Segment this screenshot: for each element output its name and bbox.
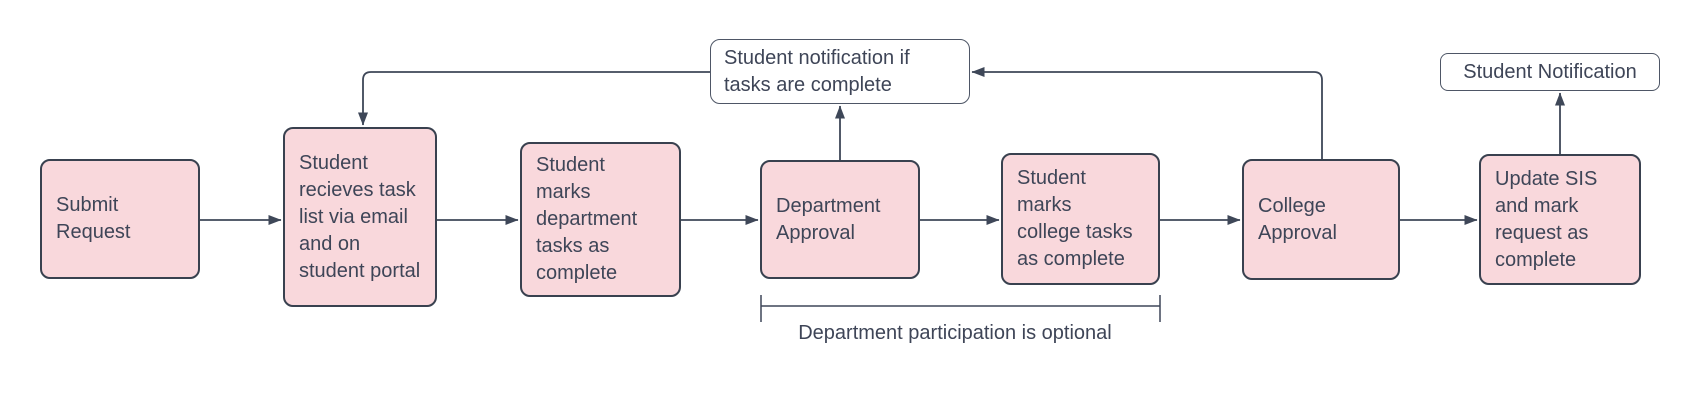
node-update-sis: Update SIS and mark request as complete [1479, 154, 1641, 285]
node-label: Department Approval [776, 194, 881, 244]
connector-collegeapproval-to-notification [971, 67, 1323, 159]
node-label: Student marks department tasks as comple… [536, 154, 638, 284]
connector-notification-to-receive [358, 71, 710, 126]
node-receive-tasks: Student recieves task list via email and… [283, 127, 437, 307]
node-student-notification: Student Notification [1440, 53, 1660, 91]
node-label: Update SIS and mark request as complete [1495, 167, 1598, 271]
node-department-approval: Department Approval [760, 160, 920, 279]
node-label: Student notification if tasks are comple… [724, 46, 910, 96]
node-college-approval: College Approval [1242, 159, 1400, 280]
node-label: College Approval [1258, 194, 1337, 244]
node-label: Student Notification [1463, 60, 1637, 83]
optional-bracket-label: Department participation is optional [798, 322, 1112, 344]
node-label: Submit Request [56, 194, 131, 243]
optional-bracket [760, 295, 1161, 322]
node-label: Student marks college tasks as complete [1017, 167, 1133, 270]
node-mark-college-tasks: Student marks college tasks as complete [1001, 153, 1160, 285]
node-label: Student recieves task list via email and… [299, 151, 421, 282]
node-notification-if-complete: Student notification if tasks are comple… [710, 39, 970, 104]
node-submit-request: Submit Request [40, 159, 200, 279]
node-mark-dept-tasks: Student marks department tasks as comple… [520, 142, 681, 297]
